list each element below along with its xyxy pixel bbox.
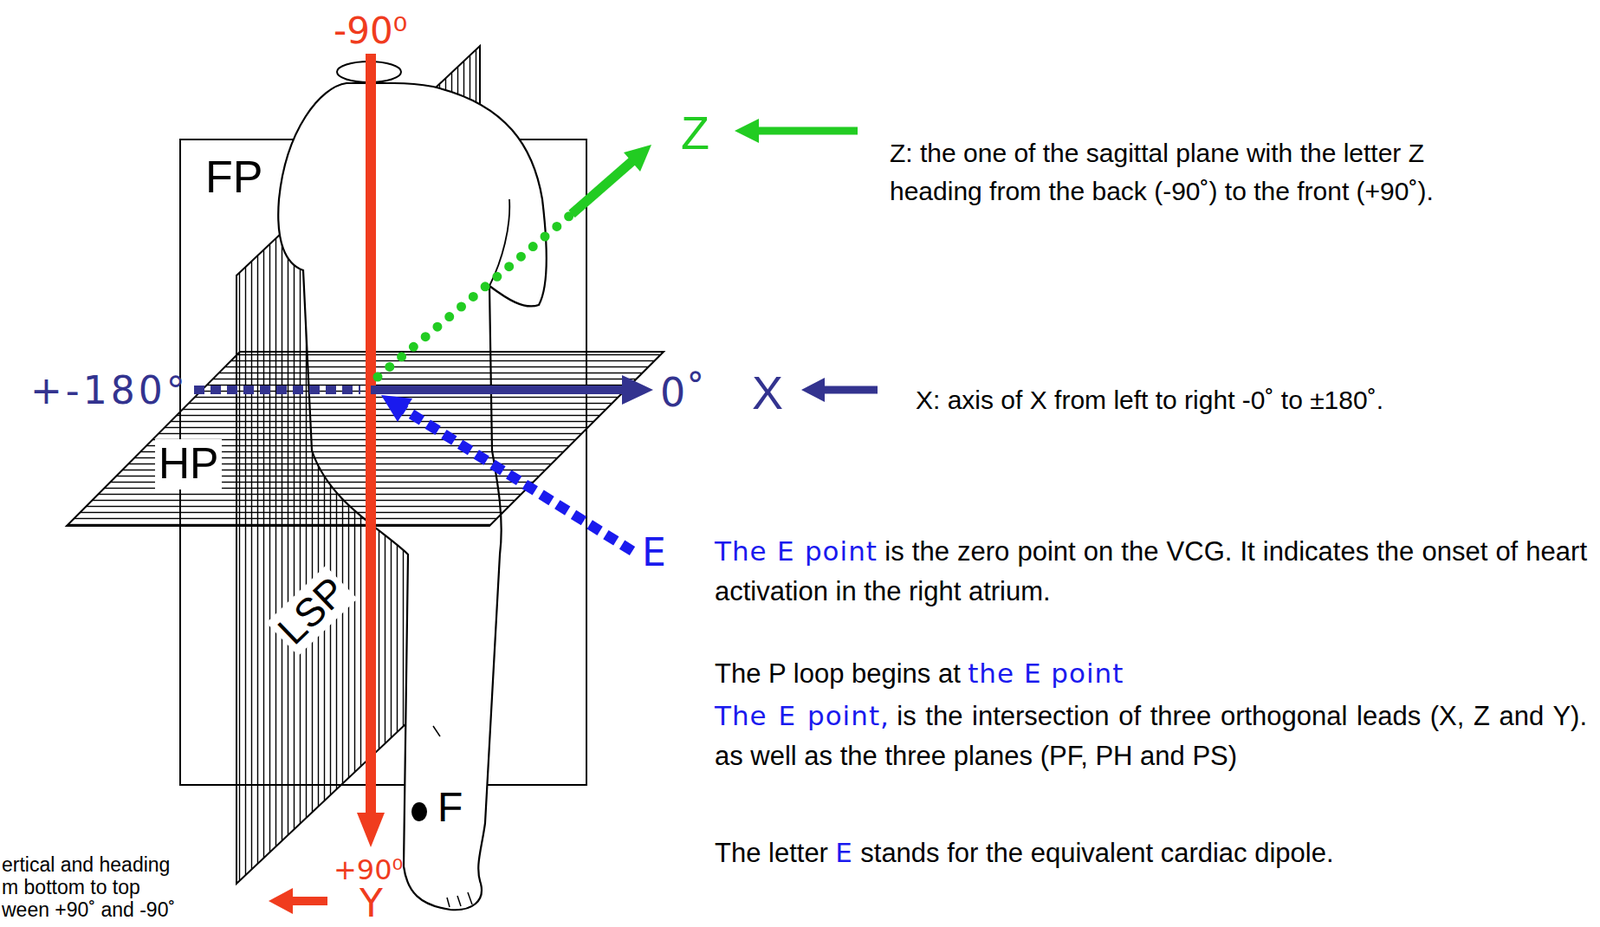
electrode-name: F bbox=[437, 783, 463, 831]
z-axis bbox=[571, 160, 634, 214]
x-pointer-head bbox=[801, 377, 825, 402]
axis-name: Z bbox=[680, 105, 710, 160]
plane-name: HP bbox=[155, 439, 222, 490]
y-pointer bbox=[289, 896, 328, 906]
description-paragraph: The letterEstands for the equivalent car… bbox=[714, 832, 1588, 874]
axis-angle: -90⁰ bbox=[333, 10, 408, 52]
y-pointer-head bbox=[268, 887, 293, 914]
z-axis-dotted bbox=[377, 213, 572, 377]
description-paragraph: The E pointis the zero point on the VCG.… bbox=[714, 531, 1588, 612]
body-text: stands for the equivalent cardiac dipole… bbox=[860, 837, 1334, 869]
y-axis bbox=[365, 53, 376, 817]
e-pointer bbox=[404, 409, 633, 551]
description-paragraph: The E point,is the intersection of three… bbox=[714, 695, 1588, 777]
highlight-text: The E point bbox=[714, 535, 878, 567]
note-fragment: ertical and heading bbox=[1, 853, 170, 876]
y-axis-head bbox=[356, 812, 385, 848]
axis-angle: 0˚ bbox=[660, 369, 706, 416]
z-pointer-head bbox=[734, 118, 759, 143]
point-name: E bbox=[641, 531, 667, 576]
plane-name: LSP bbox=[265, 565, 357, 656]
body-detail bbox=[433, 725, 473, 907]
axis-angle: +-180° bbox=[30, 369, 189, 414]
description-paragraph: The P loop begins atthe E point bbox=[714, 653, 1588, 694]
body-text: The P loop begins at bbox=[714, 658, 961, 689]
x-axis-head bbox=[621, 375, 654, 405]
plane-name: FP bbox=[201, 151, 266, 204]
highlight-text: the E point bbox=[967, 657, 1124, 689]
x-axis-negative bbox=[194, 385, 361, 395]
x-pointer bbox=[821, 386, 878, 395]
highlight-text: The E point, bbox=[714, 699, 890, 732]
e-pointer-head bbox=[381, 395, 413, 422]
note-fragment: m bottom to top bbox=[1, 875, 141, 899]
electrode-dot bbox=[411, 802, 428, 822]
z-axis-head bbox=[623, 144, 652, 172]
note-fragment: ween +90˚ and -90˚ bbox=[1, 898, 175, 921]
axis-name: X bbox=[751, 365, 784, 420]
axis-note: Z: the one of the sagittal plane with th… bbox=[889, 134, 1501, 211]
x-axis bbox=[370, 385, 626, 395]
highlight-text: E bbox=[835, 836, 854, 869]
z-pointer bbox=[753, 127, 858, 136]
axis-name: Y bbox=[359, 881, 383, 927]
body-text: The letter bbox=[714, 837, 829, 869]
axis-note: X: axis of X from left to right -0˚ to ±… bbox=[915, 380, 1488, 421]
